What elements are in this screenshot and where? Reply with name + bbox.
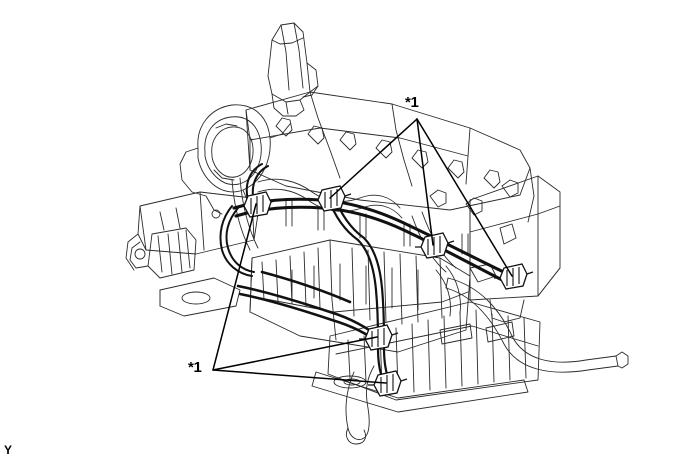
harness-clamp-upper-right — [494, 263, 534, 290]
corner-reference-mark: Y — [4, 443, 13, 457]
left-mount-block — [129, 227, 197, 279]
callout-label-top: *1 — [405, 94, 419, 111]
harness-clamp-upper-middle — [415, 232, 455, 259]
intake-manifold — [275, 117, 519, 216]
coolant-hose-right — [445, 277, 629, 373]
engine-mount-bracket-top — [267, 22, 319, 117]
left-bracket-foot — [159, 277, 241, 317]
breather-tube-left — [231, 177, 259, 251]
pan-ribs — [291, 263, 419, 311]
callout-bottom-leaders — [212, 203, 387, 384]
oil-pan — [249, 239, 471, 353]
harness-clamp-lower-bottom — [368, 370, 408, 397]
callout-top-leaders — [329, 118, 513, 277]
drain-hose-bottom — [345, 365, 375, 445]
callout-label-bottom: *1 — [188, 359, 202, 376]
lower-finned-panel — [327, 301, 541, 401]
harness-clamp-lower-top — [238, 191, 278, 218]
callout-leader-lines — [212, 118, 513, 384]
